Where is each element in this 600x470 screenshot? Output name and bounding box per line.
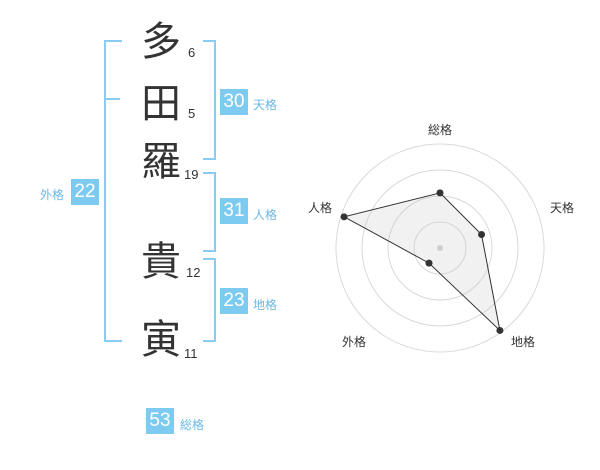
name-char-5: 寅	[141, 317, 181, 363]
name-char-1: 多	[141, 19, 181, 65]
fortune-radar-chart: 総格 天格 地格 外格 人格	[308, 122, 574, 353]
radar-point	[496, 326, 504, 334]
tenkaku-label: 天格	[253, 98, 278, 112]
gaikaku-bracket-tick	[104, 98, 120, 100]
radar-axis-label-gaikaku: 外格	[342, 334, 366, 349]
name-char-4: 貴	[141, 239, 181, 285]
radar-point	[425, 259, 433, 267]
chikaku-bracket	[203, 258, 216, 342]
name-char-3: 羅	[141, 139, 181, 185]
radar-axis-label-chikaku: 地格	[511, 334, 535, 349]
soukaku-label: 総格	[180, 418, 205, 432]
jinkaku-label: 人格	[253, 208, 278, 222]
stroke-count-5: 11	[184, 346, 198, 361]
stroke-count-4: 12	[186, 265, 201, 280]
radar-data-points	[340, 189, 504, 334]
radar-point	[340, 213, 348, 221]
chikaku-score: 23	[220, 288, 248, 314]
radar-point	[436, 189, 444, 197]
jinkaku-score: 31	[220, 198, 248, 224]
stroke-count-3: 19	[184, 167, 199, 182]
stroke-count-1: 6	[188, 45, 196, 60]
gaikaku-label: 外格	[40, 188, 65, 202]
stroke-count-2: 5	[188, 106, 196, 121]
jinkaku-bracket	[203, 172, 216, 252]
radar-ring	[361, 169, 519, 327]
name-char-2: 田	[141, 81, 181, 127]
radar-point	[478, 231, 486, 239]
tenkaku-bracket	[203, 40, 216, 160]
chikaku-label: 地格	[253, 298, 278, 312]
radar-axis-label-soukaku: 総格	[428, 122, 452, 137]
radar-axis-label-tenkaku: 天格	[550, 200, 574, 215]
radar-data-area	[342, 192, 501, 332]
tenkaku-score: 30	[220, 89, 248, 115]
gaikaku-bracket	[104, 40, 122, 342]
radar-ring	[335, 143, 545, 353]
gaikaku-score: 22	[71, 179, 99, 205]
soukaku-score: 53	[146, 408, 174, 434]
radar-center-dot	[437, 245, 443, 251]
radar-axis-label-jinkaku: 人格	[308, 200, 332, 215]
